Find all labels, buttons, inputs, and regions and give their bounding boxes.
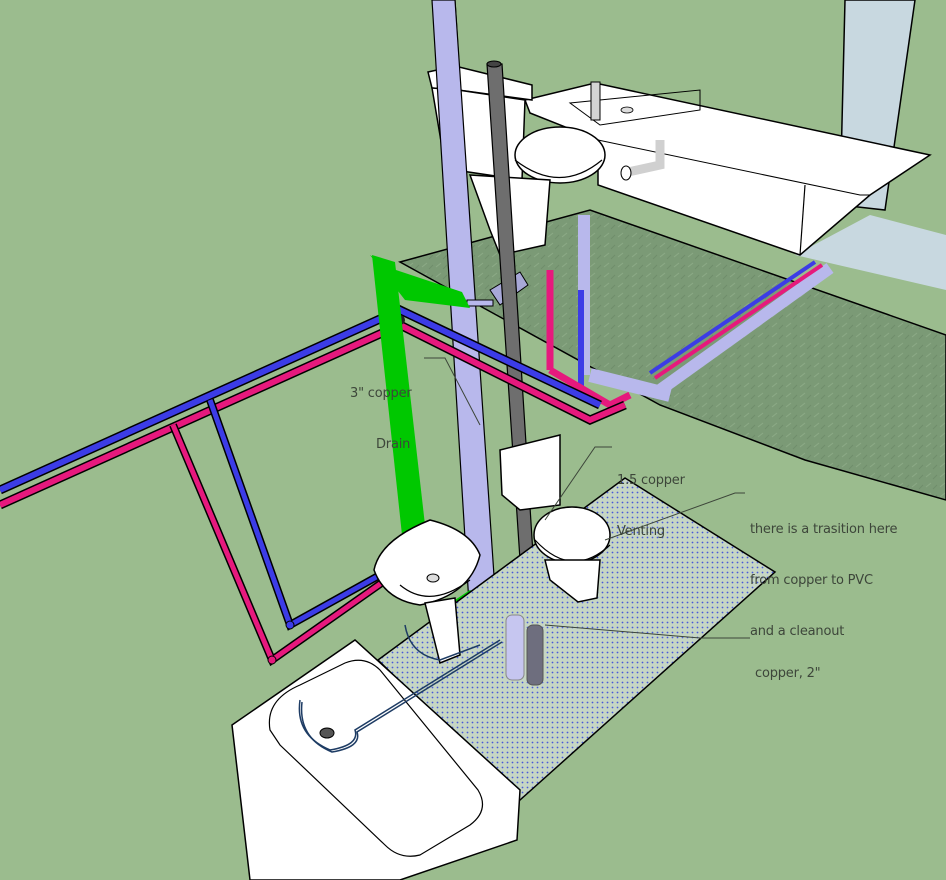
annotation-leaders [424, 357, 750, 639]
lower-drain-fittings [505, 614, 544, 686]
annotation-vent-line-1: 1.5 copper [617, 473, 685, 488]
upper-floor [398, 209, 946, 501]
annotation-copper-2in: copper, 2" [755, 631, 821, 699]
upper-supply-lines [546, 215, 834, 409]
annotation-transition: there is a trasition here from copper to… [750, 487, 897, 657]
annotation-transition-line-2: from copper to PVC [750, 573, 873, 588]
pedestal-sink [373, 519, 481, 665]
vanity-cabinet [523, 81, 932, 256]
main-supply-run [0, 305, 627, 667]
bathtub [231, 639, 521, 880]
annotation-drain-line-1: 3" copper [350, 386, 412, 401]
annotation-copper2-line-1: copper, 2" [755, 666, 821, 681]
annotation-transition-line-3: and a cleanout [750, 624, 845, 639]
annotation-transition-line-1: there is a trasition here [750, 522, 898, 537]
annotation-drain: 3" copper Drain [350, 351, 412, 470]
annotation-vent-line-2: Venting [617, 524, 665, 539]
tub-drain-sketch [298, 624, 503, 753]
lower-toilet [499, 434, 611, 603]
annotation-drain-line-2: Drain [376, 437, 411, 452]
annotation-vent: 1.5 copper Venting [617, 438, 685, 557]
